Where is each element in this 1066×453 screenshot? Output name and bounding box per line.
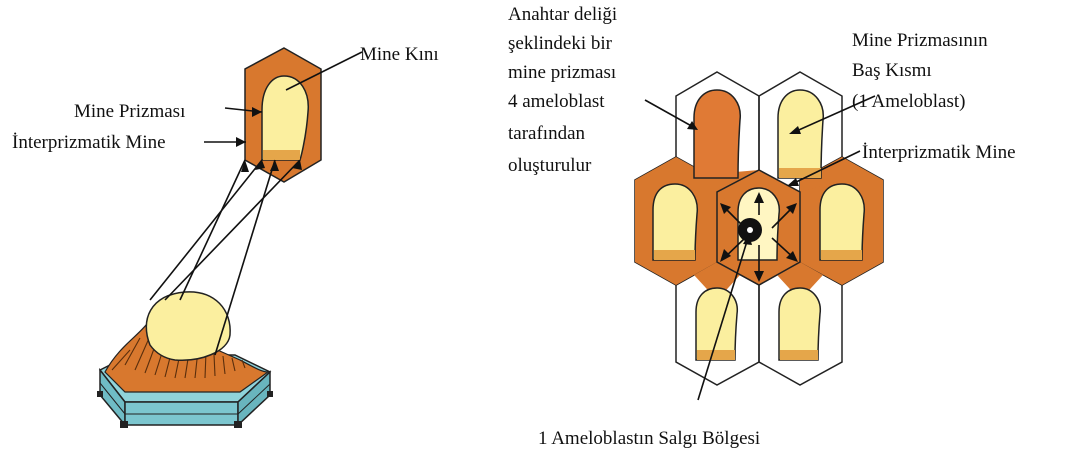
keyhole-label-line3: mine prizması	[508, 62, 616, 83]
keyhole-label-line2: şeklindeki bir	[508, 33, 613, 54]
keyhole-label-line6: oluşturulur	[508, 155, 592, 176]
keyhole-label: Anahtar deliği şeklindeki bir mine prizm…	[508, 4, 617, 176]
interprismatic-enamel-label: İnterprizmatik Mine	[12, 132, 166, 153]
secretory-region-label: 1 Ameloblastın Salgı Bölgesi	[538, 428, 760, 449]
prism-head-label-line2: Baş Kısmı	[852, 60, 932, 81]
right-figure: Anahtar deliği şeklindeki bir mine prizm…	[508, 4, 1016, 449]
keyhole-label-line1: Anahtar deliği	[508, 4, 617, 25]
interprismatic-enamel-right-label: İnterprizmatik Mine	[862, 142, 1016, 163]
keyhole-label-line4: 4 ameloblast	[508, 91, 605, 112]
enlarged-prism	[245, 48, 321, 182]
tomes-process	[105, 292, 268, 392]
enamel-prism-label: Mine Prizması	[74, 101, 185, 122]
keyhole-leader	[645, 100, 695, 128]
prism-head-label: Mine Prizmasının Baş Kısmı (1 Ameloblast…	[852, 30, 988, 112]
prism-head-label-line1: Mine Prizmasının	[852, 30, 988, 51]
keyhole-label-line5: tarafından	[508, 123, 586, 144]
prism-head-label-line3: (1 Ameloblast)	[852, 91, 965, 112]
enamel-sheath-label: Mine Kını	[360, 44, 439, 65]
left-figure: Mine Kını Mine Prizması İnterprizmatik M…	[12, 44, 439, 428]
